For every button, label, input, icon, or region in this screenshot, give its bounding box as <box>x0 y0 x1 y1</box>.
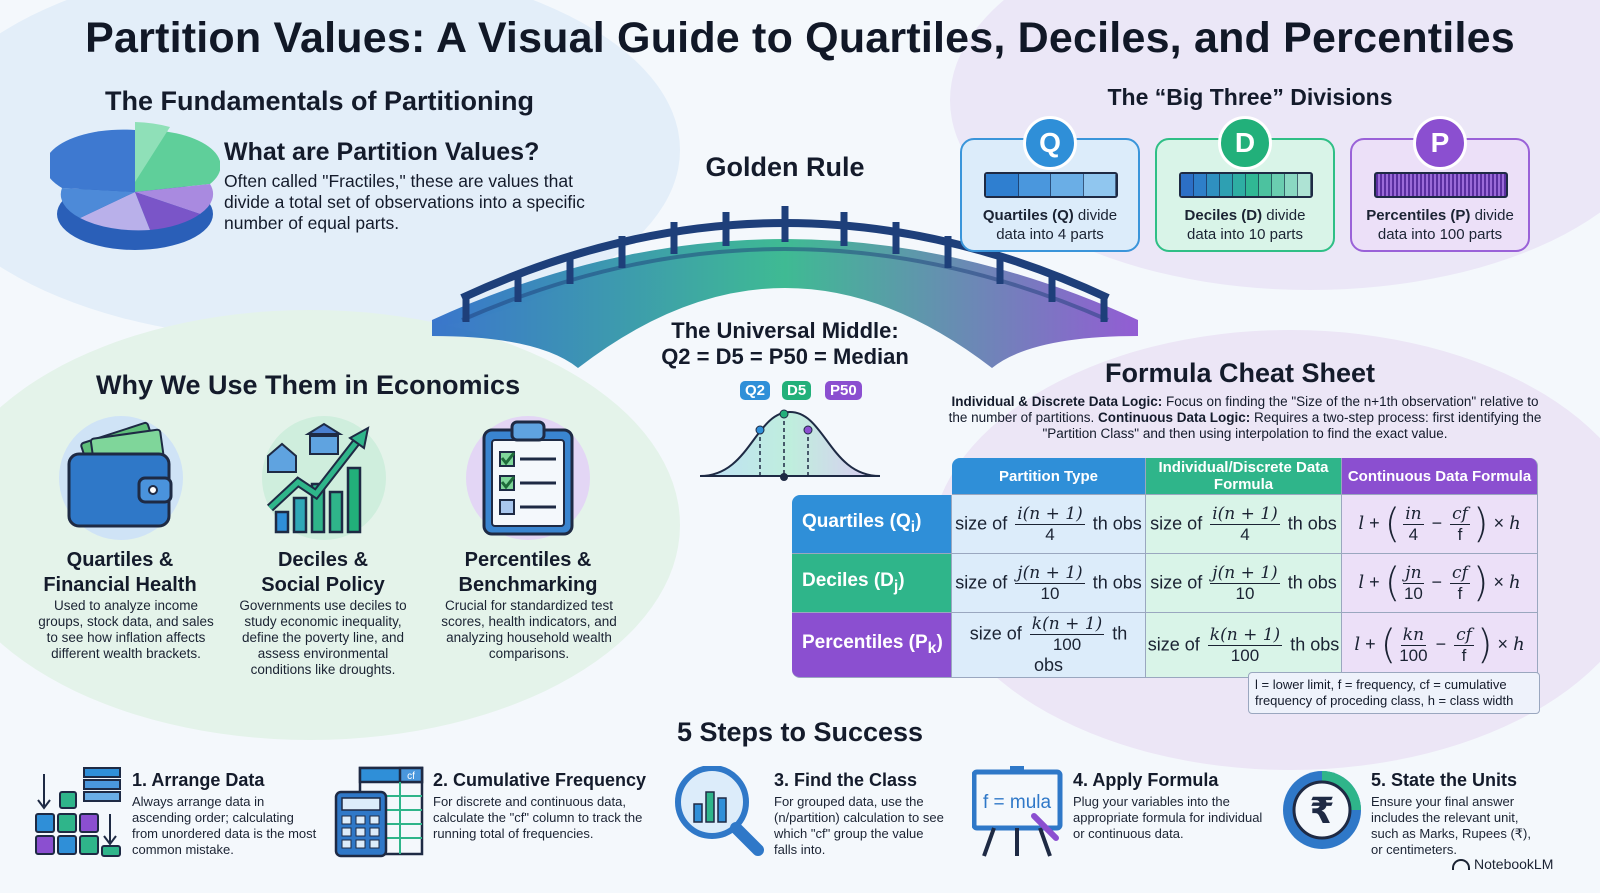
header-continuous-formula: Continuous Data Formula <box>1342 458 1538 495</box>
p50-label: P50 <box>825 381 862 400</box>
notebooklm-logo-icon <box>1452 859 1470 870</box>
step-2-title: 2. Cumulative Frequency <box>433 770 647 790</box>
median-bell-curve <box>700 409 880 481</box>
big-three-heading: The “Big Three” Divisions <box>1107 84 1393 110</box>
table-row: Deciles (Dj) size of j(n + 1)10 th obs s… <box>792 554 1538 613</box>
bridge-illustration <box>432 206 1138 368</box>
econ-desc-percentiles: Crucial for standardized test scores, he… <box>441 598 617 661</box>
steps-heading: 5 Steps to Success <box>676 717 924 747</box>
cf-label: cf <box>407 771 415 782</box>
golden-rule-heading: Golden Rule <box>705 152 865 182</box>
magnifier-chart-icon <box>675 766 764 856</box>
pie-chart-icon <box>50 122 220 250</box>
brand-watermark: NotebookLM <box>1452 856 1553 872</box>
header-partition-type: Partition Type <box>952 458 1146 495</box>
fundamentals-text: Often called "Fractiles," these are valu… <box>224 171 585 233</box>
decile-discrete-cell-1: size of j(n + 1)10 th obs <box>952 554 1146 613</box>
step-3-title: 3. Find the Class <box>774 770 918 790</box>
row-quartiles: Quartiles (Qi) <box>792 495 952 554</box>
cheat-sheet-logic: Individual & Discrete Data Logic: Focus … <box>948 394 1542 441</box>
what-are-partition-values: What are Partition Values? <box>224 138 540 166</box>
step-3-desc: For grouped data, use the (n/partition) … <box>774 794 944 857</box>
step-1-desc: Always arrange data in ascending order; … <box>132 794 317 857</box>
table-row: Quartiles (Qi) size of i(n + 1)4 th obs … <box>792 495 1538 554</box>
d5-label: D5 <box>782 381 812 400</box>
step-4-desc: Plug your variables into the appropriate… <box>1073 794 1263 841</box>
step-1-title: 1. Arrange Data <box>132 770 265 790</box>
percentile-discrete-cell-2: size of k(n + 1)100 th obs <box>1146 613 1342 678</box>
economics-heading: Why We Use Them in Economics <box>96 370 521 400</box>
calculator-spreadsheet-icon: cf <box>334 766 424 858</box>
decile-bar <box>1179 172 1313 198</box>
formula-legend: l = lower limit, f = frequency, cf = cum… <box>1248 672 1540 714</box>
econ-title-quartiles: Quartiles &Financial Health <box>43 549 197 596</box>
rupee-icon: ₹ <box>1283 771 1361 849</box>
formula-board-text: f = mula <box>983 792 1052 813</box>
universal-middle-line2: Q2 = D5 = P50 = Median <box>661 344 909 369</box>
d-badge: D <box>1218 116 1272 170</box>
quartile-discrete-cell-1: size of i(n + 1)4 th obs <box>952 495 1146 554</box>
step-5-title: 5. State the Units <box>1371 770 1518 790</box>
universal-middle-line1: The Universal Middle: <box>671 318 899 343</box>
wallet-icon <box>59 416 183 540</box>
quartile-bar <box>984 172 1118 198</box>
cheat-sheet-heading: Formula Cheat Sheet <box>1104 358 1376 388</box>
econ-desc-deciles: Governments use deciles to study economi… <box>239 598 407 677</box>
econ-title-deciles: Deciles &Social Policy <box>261 549 385 596</box>
table-row: Percentiles (Pk) size of k(n + 1)100 th … <box>792 613 1538 678</box>
growth-chart-icon <box>262 416 386 540</box>
rupee-symbol: ₹ <box>1309 791 1334 832</box>
fundamentals-heading: The Fundamentals of Partitioning <box>105 86 535 116</box>
arrange-data-icon <box>35 767 121 857</box>
page-title: Partition Values: A Visual Guide to Quar… <box>85 14 1515 62</box>
percentile-discrete-cell-1: size of k(n + 1)100 th obs <box>952 613 1146 678</box>
decile-discrete-cell-2: size of j(n + 1)10 th obs <box>1146 554 1342 613</box>
q-badge: Q <box>1023 116 1077 170</box>
step-4-title: 4. Apply Formula <box>1073 770 1219 790</box>
econ-desc-quartiles: Used to analyze income groups, stock dat… <box>38 598 214 661</box>
step-2-desc: For discrete and continuous data, calcul… <box>433 794 643 841</box>
row-deciles: Deciles (Dj) <box>792 554 952 613</box>
formula-table: Partition Type Individual/Discrete Data … <box>792 458 1538 678</box>
quartile-discrete-cell-2: size of i(n + 1)4 th obs <box>1146 495 1342 554</box>
header-discrete-formula: Individual/Discrete Data Formula <box>1146 458 1342 495</box>
row-percentiles: Percentiles (Pk) <box>792 613 952 678</box>
clipboard-checklist-icon <box>466 416 590 540</box>
formula-board-icon: f = mula <box>972 766 1063 857</box>
p-badge: P <box>1413 116 1467 170</box>
percentile-bar <box>1374 172 1508 198</box>
q2-label: Q2 <box>740 381 771 400</box>
econ-title-percentiles: Percentiles &Benchmarking <box>458 549 598 596</box>
step-5-desc: Ensure your final answer includes the re… <box>1371 794 1531 857</box>
